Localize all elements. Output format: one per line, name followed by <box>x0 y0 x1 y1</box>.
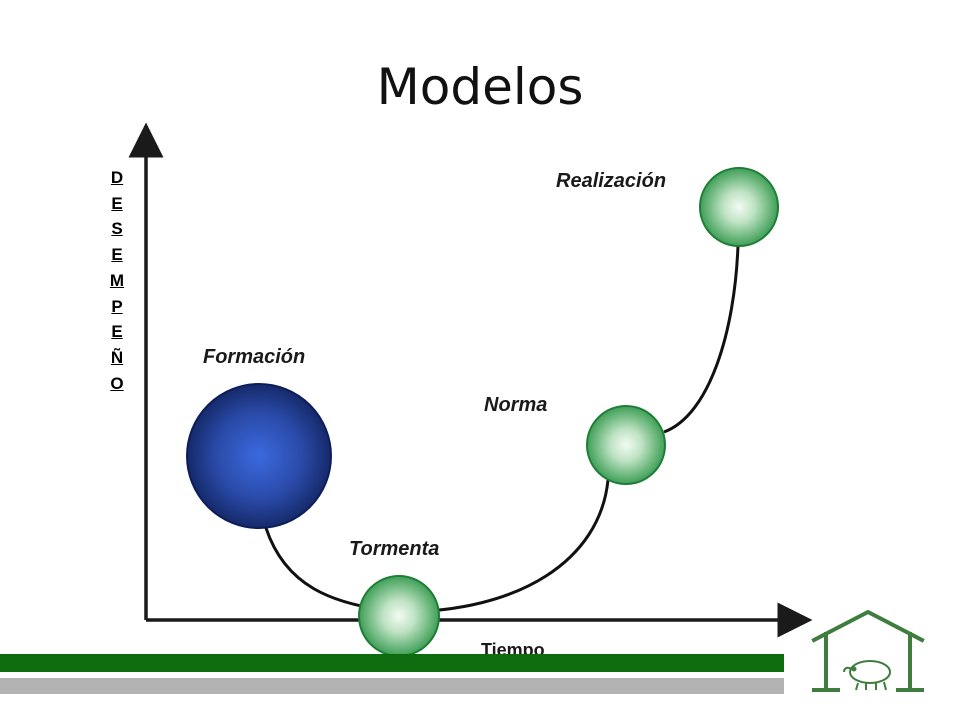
performance-curve <box>264 244 740 614</box>
y-axis-label-letter: D <box>110 168 124 187</box>
y-axis-label-letter: E <box>111 193 123 213</box>
y-axis-label-letter: E <box>111 322 123 342</box>
stage-circle-norma <box>586 405 666 485</box>
footer-green-bar <box>0 654 784 672</box>
y-axis-label-letter: S <box>111 219 123 239</box>
stage-label-formacion: Formación <box>203 346 306 368</box>
stage-circle-tormenta <box>358 575 440 657</box>
slide-title: Modelos <box>376 58 584 116</box>
stage-label-realizacion: Realización <box>556 170 667 192</box>
y-axis-label-letter: P <box>111 296 123 316</box>
stage-label-tormenta: Tormenta <box>349 538 440 560</box>
stage-circle-realizacion <box>699 167 779 247</box>
stage-circle-formacion <box>186 383 332 529</box>
y-axis-label-letter: Ñ <box>110 347 124 367</box>
y-axis-label-letter: E <box>111 245 123 265</box>
house-with-animal-icon <box>811 609 925 692</box>
y-axis-label-letter: M <box>109 270 125 290</box>
stage-label-norma: Norma <box>484 394 548 416</box>
footer-gray-bar <box>0 678 784 694</box>
y-axis-label-letter: O <box>110 373 124 393</box>
